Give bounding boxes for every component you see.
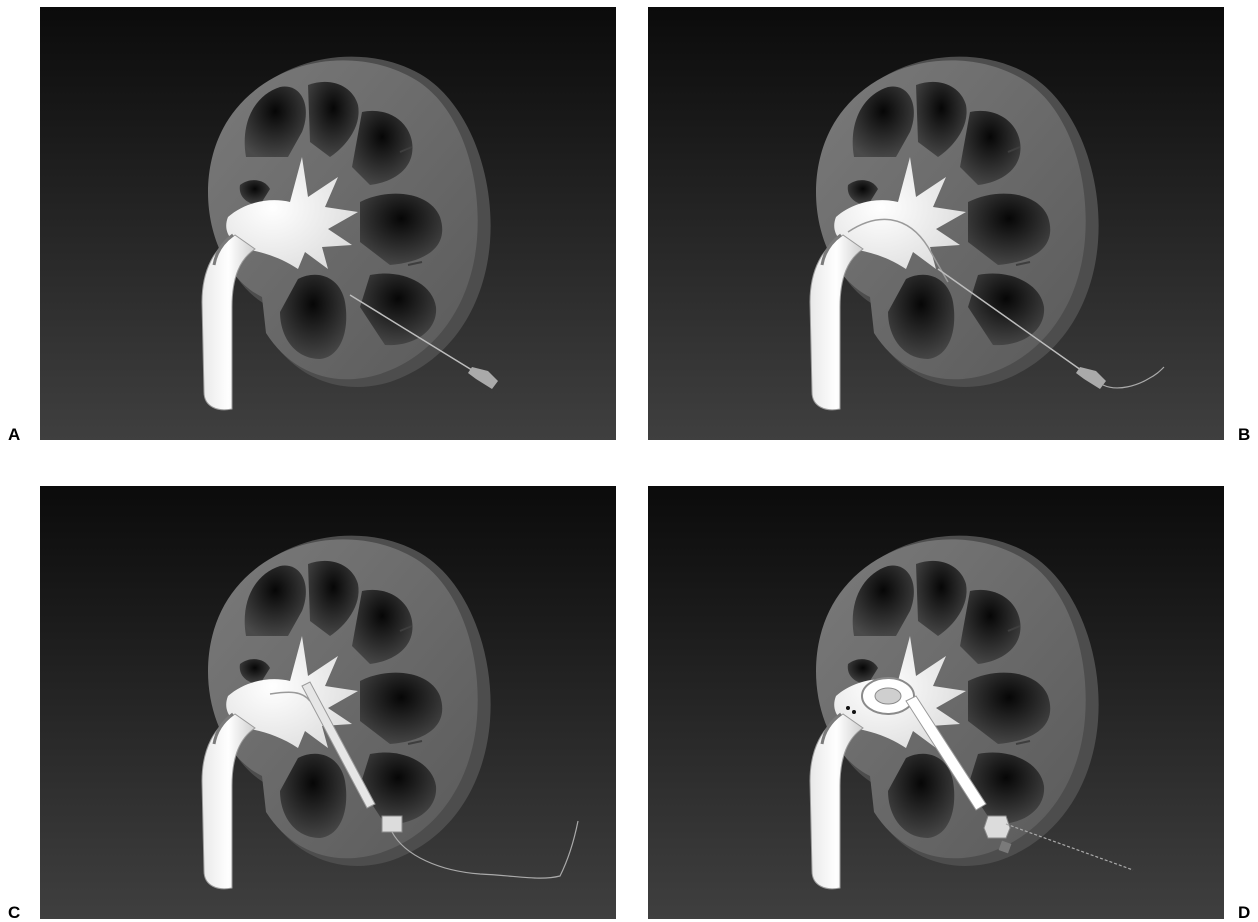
balloon-lumen <box>875 688 901 704</box>
sheath-hub <box>984 816 1010 838</box>
panel-b-guidewire <box>648 7 1224 440</box>
panel-d-nephroscope <box>648 486 1224 919</box>
panel-a-illustration <box>40 7 616 440</box>
panel-c-illustration <box>40 486 616 919</box>
sheath-hub <box>382 816 402 832</box>
panel-c-dilator <box>40 486 616 919</box>
stone-fragment <box>852 710 856 714</box>
stone-fragment <box>846 706 850 710</box>
panel-label-b: B <box>1238 426 1250 443</box>
panel-label-d: D <box>1238 904 1250 921</box>
panel-a-needle-puncture <box>40 7 616 440</box>
panel-b-illustration <box>648 7 1224 440</box>
panel-label-c: C <box>8 904 20 921</box>
panel-label-a: A <box>8 426 20 443</box>
panel-d-illustration <box>648 486 1224 919</box>
